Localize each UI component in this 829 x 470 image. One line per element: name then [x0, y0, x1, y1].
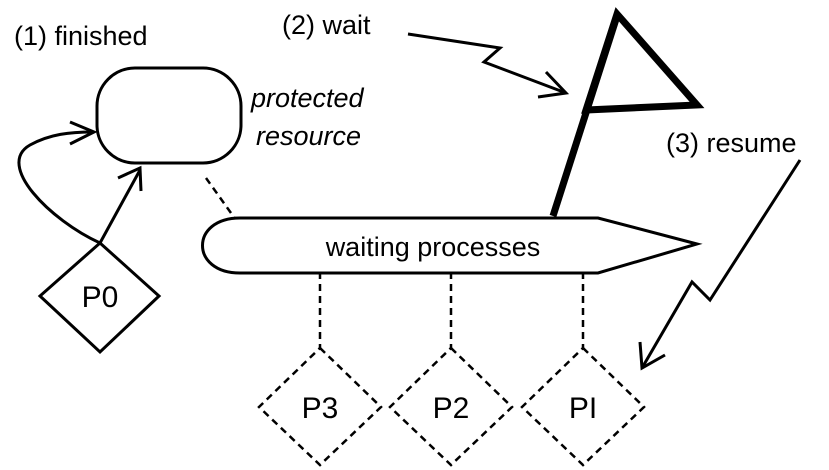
resume-arrow	[638, 159, 802, 371]
resource-queue-link	[204, 177, 238, 221]
process-p0-label: P0	[82, 281, 119, 314]
waiting-queue-shape	[201, 216, 703, 275]
process-p3-node	[257, 346, 383, 467]
wait-label: (2) wait	[282, 10, 371, 40]
queue-label: waiting processes	[325, 232, 541, 262]
wait-arrow	[407, 32, 570, 99]
resume-label: (3) resume	[666, 128, 797, 158]
process-p2-node	[388, 346, 514, 467]
process-p2-label: P2	[433, 392, 470, 425]
protected-label-line1: protected	[250, 83, 365, 113]
protected-resource-box	[95, 66, 243, 165]
process-p1-node	[520, 346, 646, 467]
flag-icon	[549, 7, 705, 218]
p0-to-resource-arrow	[98, 165, 143, 244]
p0-loop-arrow	[17, 120, 101, 245]
protected-label-line2: resource	[256, 121, 361, 151]
process-p3-label: P3	[302, 392, 339, 425]
finished-label: (1) finished	[14, 21, 148, 51]
process-p1-label: PI	[569, 392, 597, 425]
process-p0-node	[37, 240, 162, 355]
